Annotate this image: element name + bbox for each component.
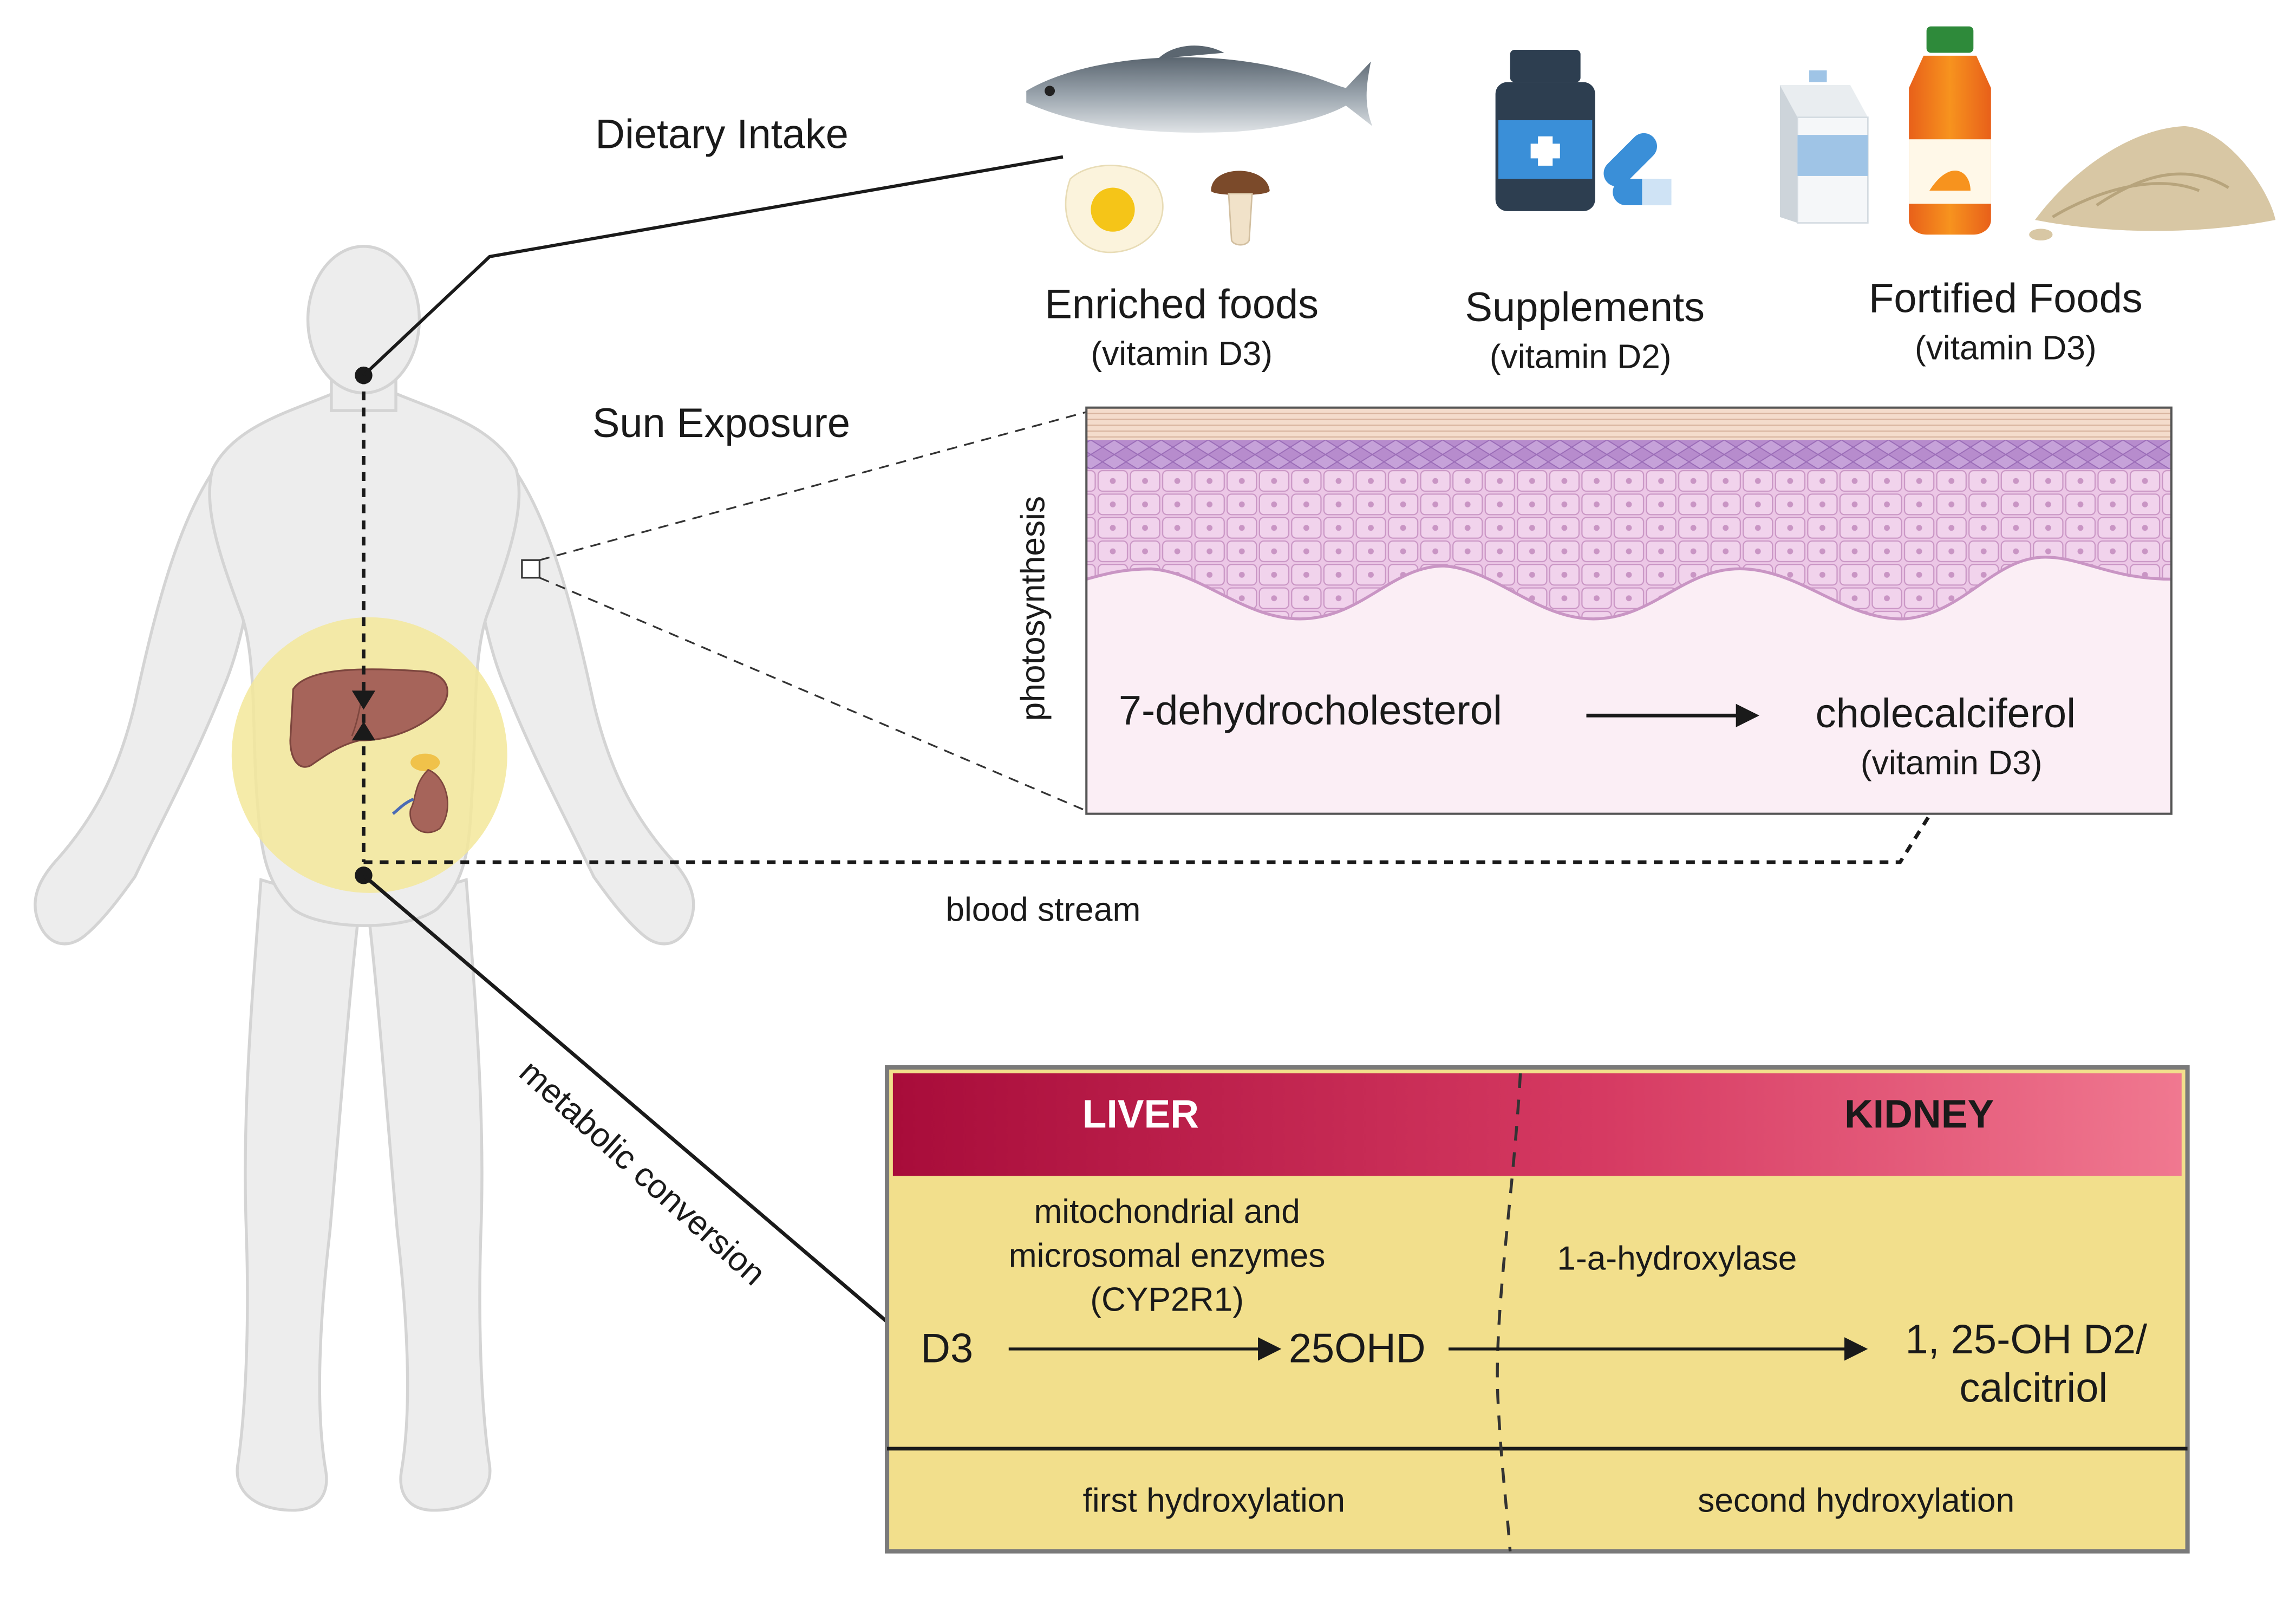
second-hydroxylation: second hydroxylation xyxy=(1698,1481,2015,1519)
conversion-table xyxy=(884,1065,2190,1554)
photosynthesis-label: photosynthesis xyxy=(1013,496,1052,721)
oats-icon xyxy=(2029,126,2276,241)
fortified-foods-title: Fortified Foods xyxy=(1869,276,2143,321)
calcitriol-line-1: 1, 25-OH D2/ xyxy=(1905,1317,2148,1363)
cholecalciferol-label: cholecalciferol xyxy=(1815,690,2076,737)
enriched-foods-title: Enriched foods xyxy=(1045,281,1319,327)
supplements-sub: (vitamin D2) xyxy=(1489,337,1672,376)
25ohd-label: 25OHD xyxy=(1288,1325,1426,1371)
fish-icon xyxy=(1026,45,1373,133)
mushroom-icon xyxy=(1211,171,1270,246)
liver-enzyme-line-1: mitochondrial and xyxy=(1034,1192,1300,1230)
kidney-icon xyxy=(392,753,448,833)
sun-exposure-label: Sun Exposure xyxy=(592,400,851,446)
milk-carton-icon xyxy=(1779,70,1869,224)
organ-highlight xyxy=(231,617,507,893)
enriched-foods-sub: (vitamin D3) xyxy=(1091,334,1273,373)
capsule-icon xyxy=(1603,133,1672,206)
d3-label: D3 xyxy=(921,1325,974,1371)
precursor-label: 7-dehydrocholesterol xyxy=(1118,687,1502,733)
liver-icon xyxy=(289,668,448,768)
egg-icon xyxy=(1065,165,1164,253)
kidney-enzyme: 1-a-hydroxylase xyxy=(1557,1239,1797,1278)
supplements-title: Supplements xyxy=(1465,284,1705,330)
liver-enzyme-line-3: (CYP2R1) xyxy=(1090,1280,1244,1319)
fortified-foods-sub: (vitamin D3) xyxy=(1915,328,2097,367)
cholecalciferol-sub: (vitamin D3) xyxy=(1860,743,2043,782)
blood-stream-label: blood stream xyxy=(945,890,1141,928)
pill-bottle-icon xyxy=(1495,50,1595,211)
first-hydroxylation: first hydroxylation xyxy=(1082,1481,1346,1519)
juice-bottle-icon xyxy=(1909,26,1991,235)
calcitriol-line-2: calcitriol xyxy=(1959,1365,2108,1411)
liver-header: LIVER xyxy=(1082,1092,1199,1137)
liver-enzyme-line-2: microsomal enzymes xyxy=(1008,1236,1326,1274)
kidney-header: KIDNEY xyxy=(1844,1092,1994,1137)
dietary-intake-label: Dietary Intake xyxy=(595,111,849,157)
skin-layers-icon xyxy=(1086,407,2171,814)
